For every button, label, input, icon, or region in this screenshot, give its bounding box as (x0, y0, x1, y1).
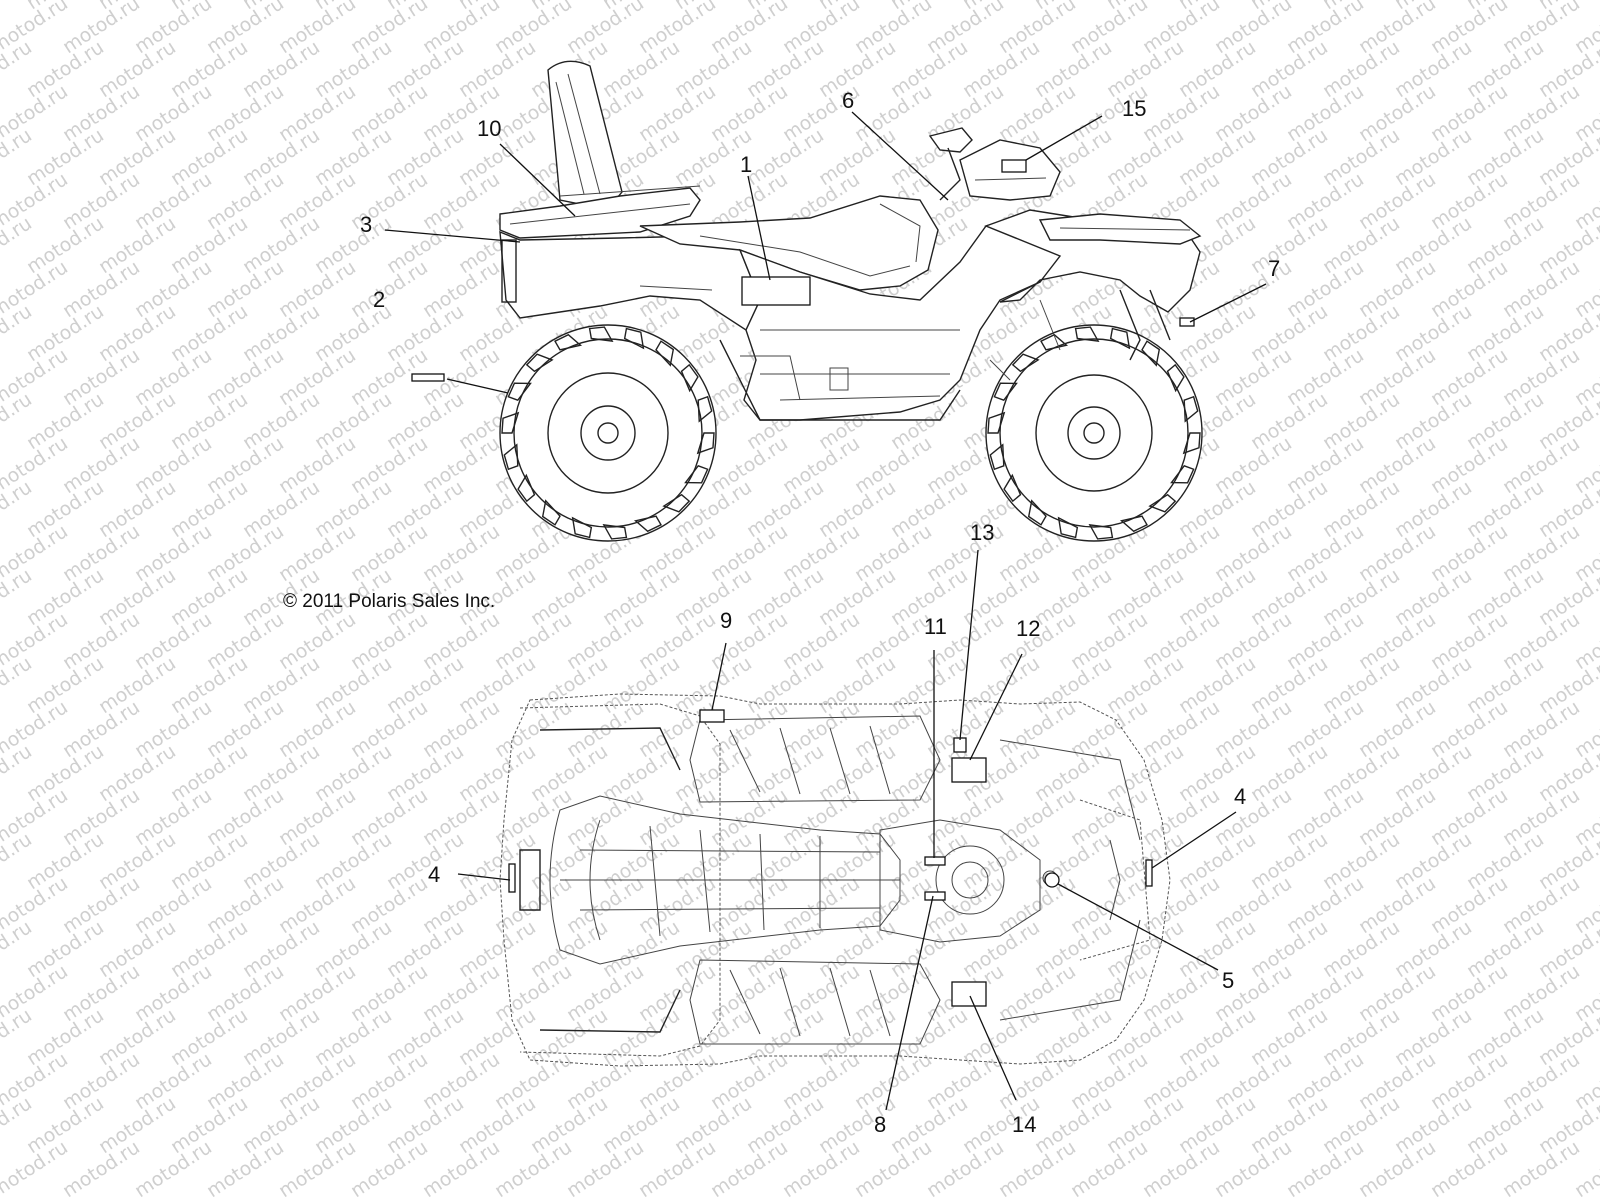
tire-lug (623, 327, 645, 350)
decal-4-rear (508, 863, 516, 893)
decal-8 (924, 891, 946, 901)
tire-lug (662, 493, 691, 513)
rear-fender (499, 230, 761, 332)
tire-lug (1109, 327, 1131, 350)
callout-12: 12 (1016, 616, 1040, 641)
decal-11 (924, 856, 946, 866)
front-wheel (985, 324, 1203, 542)
atv-side-view (411, 60, 1203, 542)
callout-11: 11 (924, 614, 947, 639)
tire-lug (525, 353, 554, 373)
callout-7: 7 (1268, 256, 1280, 281)
decal-15 (1001, 159, 1027, 173)
callout-6: 6 (842, 88, 854, 113)
tire-lug (554, 333, 583, 351)
callout-4-front: 4 (1234, 784, 1246, 809)
callout-labels: 1 2 3 10 6 15 7 13 9 11 12 4 4 5 8 14 (360, 88, 1280, 1137)
tire-lug (1148, 493, 1177, 513)
tire-lug (696, 432, 715, 455)
callout-4-rear: 4 (428, 862, 440, 887)
tire-lug (633, 515, 662, 533)
tire-lug (1003, 473, 1022, 503)
tire-lug (1057, 516, 1079, 539)
tire-lug (1170, 464, 1195, 484)
tire-lug (507, 382, 532, 402)
tire-lug (571, 516, 593, 539)
tire-lug (588, 326, 614, 342)
top-footwell-left (689, 715, 941, 803)
top-outline (499, 693, 1171, 1067)
tire-lug (989, 443, 1005, 471)
callout-1: 1 (740, 152, 752, 177)
handlebar (928, 127, 973, 153)
callout-9: 9 (720, 608, 732, 633)
decal-9 (699, 709, 725, 723)
tire-lug (684, 464, 709, 484)
tire-lug (1027, 499, 1047, 526)
callout-3: 3 (360, 212, 372, 237)
decal-2 (411, 373, 445, 382)
copyright-notice: © 2011 Polaris Sales Inc. (283, 591, 495, 612)
tire-lug (1141, 340, 1161, 367)
tire-lug (680, 363, 699, 393)
decal-4-front (1145, 859, 1153, 887)
decal-12 (951, 757, 987, 783)
top-front-handlebar (879, 819, 1041, 943)
footwell (719, 339, 961, 421)
rear-wheel (499, 324, 717, 542)
tire-lug (1183, 395, 1199, 423)
callout-5: 5 (1222, 968, 1234, 993)
tire-lug (517, 473, 536, 503)
tire-lug (541, 499, 561, 526)
tire-lug (1011, 353, 1040, 373)
tire-lug (993, 382, 1018, 402)
tire-lug (1182, 432, 1201, 455)
tire-lug (1074, 326, 1100, 342)
tire-lug (697, 395, 713, 423)
tire-lug (501, 411, 520, 434)
decal-5 (1044, 872, 1060, 888)
atv-top-view (499, 693, 1171, 1067)
callout-15: 15 (1122, 96, 1146, 121)
tire-lug (503, 443, 519, 471)
tire-lug (602, 524, 628, 540)
callout-14: 14 (1012, 1112, 1036, 1137)
leader-lines (384, 111, 1267, 1111)
tire-lug (655, 340, 675, 367)
body-side-panel (738, 215, 1061, 421)
top-footwell-right (689, 959, 941, 1045)
decal-7 (1179, 317, 1195, 327)
decal-14 (951, 981, 987, 1007)
decal-13 (953, 737, 967, 753)
tire-lug (1088, 524, 1114, 540)
top-seat (549, 795, 901, 965)
tire-lug (1166, 363, 1185, 393)
tire-lug (987, 411, 1006, 434)
callout-2: 2 (373, 287, 385, 312)
callout-10: 10 (477, 116, 501, 141)
callout-13: 13 (970, 520, 994, 545)
callout-8: 8 (874, 1112, 886, 1137)
tire-lug (1119, 515, 1148, 533)
decal-1 (741, 276, 811, 306)
